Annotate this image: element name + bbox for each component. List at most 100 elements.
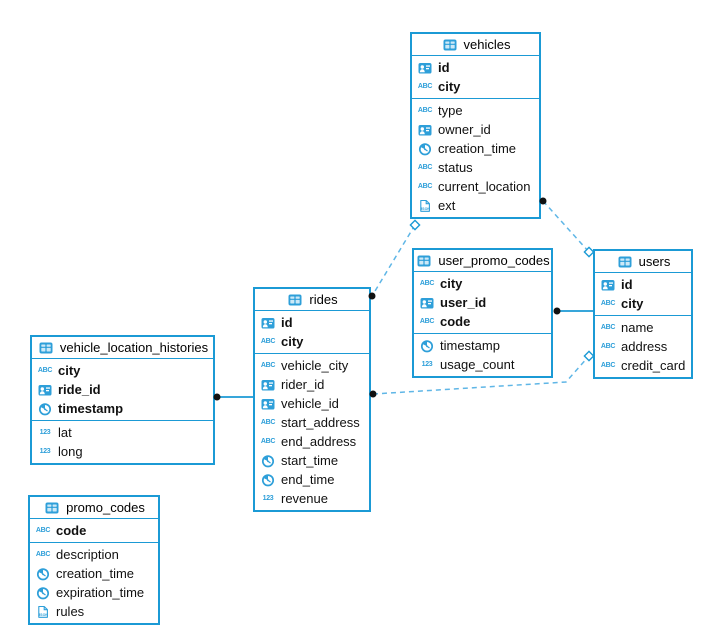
text-icon: ABC [259, 416, 277, 430]
column-label: rider_id [281, 377, 325, 392]
primary-key-row: ABC city [255, 332, 369, 351]
column-label: rules [56, 604, 85, 619]
text-icon-glyph: ABC [260, 438, 276, 445]
table-title: vehicles [463, 37, 511, 52]
column-label: description [56, 547, 119, 562]
text-icon: ABC [599, 359, 617, 373]
timestamp-icon [259, 454, 277, 468]
column-label: expiration_time [56, 585, 145, 600]
table-icon [441, 38, 459, 52]
text-icon-glyph: ABC [600, 324, 616, 331]
number-icon: 123 [36, 426, 54, 440]
number-icon-glyph: 123 [39, 429, 51, 436]
id-badge-icon [418, 296, 436, 310]
relation-line [542, 200, 590, 253]
column-label: start_time [281, 453, 339, 468]
column-label: start_address [281, 415, 360, 430]
primary-key-section: ABC code [30, 519, 158, 543]
json-icon: JSON [34, 605, 52, 619]
column-label: name [621, 320, 654, 335]
text-icon-glyph: ABC [417, 107, 433, 114]
table-header-vehicles[interactable]: vehicles [412, 34, 539, 56]
text-icon-glyph: ABC [417, 183, 433, 190]
column-label: long [58, 444, 83, 459]
relation-dot-endpoint [553, 307, 561, 315]
svg-text:JSON: JSON [420, 207, 430, 211]
table-title: promo_codes [66, 500, 145, 515]
column-label: creation_time [438, 141, 517, 156]
table-header-promo_codes[interactable]: promo_codes [30, 497, 158, 519]
table-header-rides[interactable]: rides [255, 289, 369, 311]
text-icon: ABC [259, 335, 277, 349]
column-label: current_location [438, 179, 531, 194]
text-icon: ABC [416, 180, 434, 194]
number-icon: 123 [259, 492, 277, 506]
timestamp-icon [416, 142, 434, 156]
column-row: JSON rules [30, 602, 158, 621]
column-row: timestamp [414, 336, 551, 355]
column-label: revenue [281, 491, 328, 506]
table-title: user_promo_codes [438, 253, 550, 268]
svg-text:JSON: JSON [38, 613, 48, 617]
id-badge-icon [259, 397, 277, 411]
timestamp-icon [418, 339, 436, 353]
text-icon: ABC [34, 524, 52, 538]
number-icon: 123 [36, 445, 54, 459]
primary-key-row: ride_id [32, 380, 213, 399]
relation-diamond-endpoint [409, 219, 421, 231]
id-badge-icon [259, 378, 277, 392]
column-row: ABC name [595, 318, 691, 337]
text-icon: ABC [34, 548, 52, 562]
column-row: 123 revenue [255, 489, 369, 508]
column-row: creation_time [412, 139, 539, 158]
table-title: users [638, 254, 671, 269]
timestamp-icon [259, 473, 277, 487]
column-label: lat [58, 425, 72, 440]
text-icon-glyph: ABC [260, 362, 276, 369]
table-header-vehicle_location_histories[interactable]: vehicle_location_histories [32, 337, 213, 359]
column-label: timestamp [440, 338, 500, 353]
primary-key-row: id [412, 58, 539, 77]
table-icon [415, 254, 433, 268]
column-label: address [621, 339, 668, 354]
column-label: status [438, 160, 473, 175]
primary-key-label: user_id [440, 295, 487, 310]
text-icon: ABC [416, 161, 434, 175]
primary-key-row: id [255, 313, 369, 332]
text-icon-glyph: ABC [260, 338, 276, 345]
timestamp-icon [36, 402, 54, 416]
text-icon: ABC [599, 321, 617, 335]
primary-key-label: code [56, 523, 87, 538]
column-row: rider_id [255, 375, 369, 394]
text-icon: ABC [418, 315, 436, 329]
number-icon-glyph: 123 [262, 495, 274, 502]
primary-key-label: city [281, 334, 304, 349]
column-label: creation_time [56, 566, 135, 581]
table-header-user_promo_codes[interactable]: user_promo_codes [414, 250, 551, 272]
column-row: expiration_time [30, 583, 158, 602]
table-header-users[interactable]: users [595, 251, 691, 273]
primary-key-label: city [621, 296, 644, 311]
text-icon: ABC [416, 104, 434, 118]
column-row: start_time [255, 451, 369, 470]
primary-key-label: id [438, 60, 450, 75]
text-icon: ABC [259, 435, 277, 449]
